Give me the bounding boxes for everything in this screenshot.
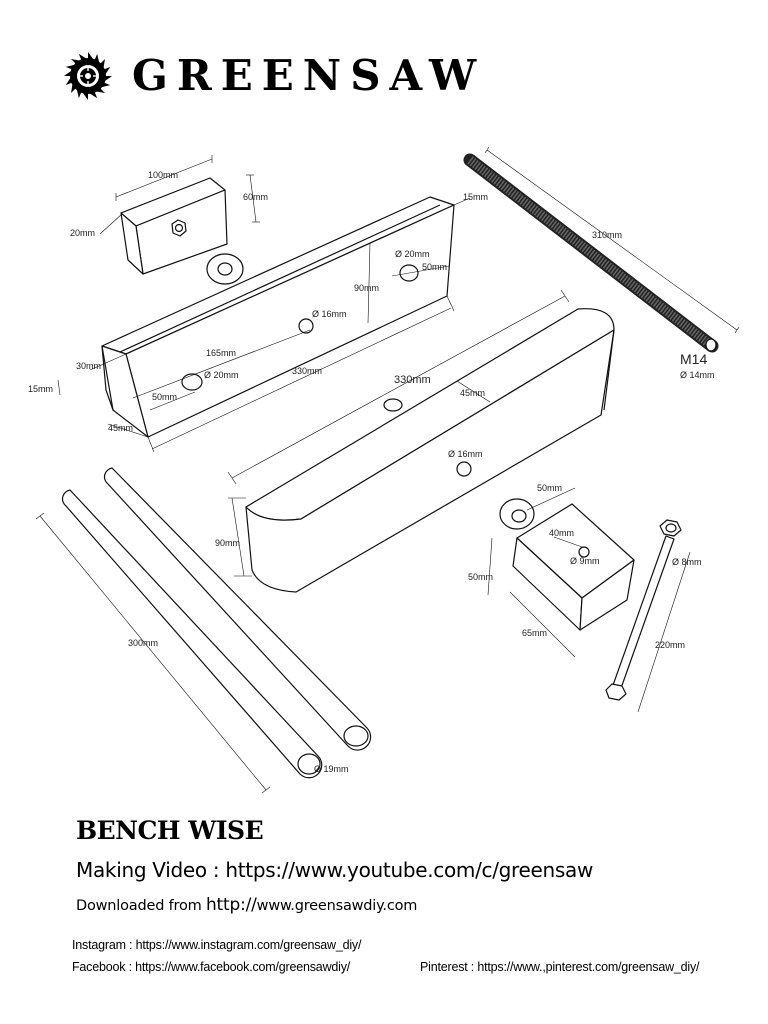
dowel-front <box>61 489 323 779</box>
back-jaw <box>101 196 455 438</box>
download-site[interactable]: www.greensawdiy.com <box>256 898 418 914</box>
dim-jaw-45: 45mm <box>108 423 133 433</box>
making-video-link[interactable]: Making Video : https://www.youtube.com/c… <box>76 858 594 882</box>
dim-rod-length: 310mm <box>592 230 622 240</box>
dim-rod-diameter: Ø 14mm <box>680 370 715 380</box>
dim-block-width: 100mm <box>148 170 178 180</box>
dim-base-330: 330mm <box>394 374 431 386</box>
download-http: http:// <box>205 895 257 915</box>
dim-rod-thread: M14 <box>680 351 707 367</box>
download-prefix: Downloaded from <box>76 898 206 914</box>
brand-name: GREENSAW <box>132 51 486 100</box>
dim-jaw-hole-left: Ø 20mm <box>204 370 239 380</box>
circular-saw-blade-icon <box>64 52 112 100</box>
dim-base-45: 45mm <box>460 388 485 398</box>
dim-jaw-15: 15mm <box>28 384 53 394</box>
instagram-label: Instagram <box>72 938 126 952</box>
cube-block <box>512 503 635 631</box>
dim-jaw-165: 165mm <box>206 348 236 358</box>
dim-base-hole: Ø 16mm <box>448 449 483 459</box>
dim-block-depth: 20mm <box>70 228 95 238</box>
page-title: BENCH WISE <box>76 816 264 845</box>
dim-cube-50-top: 50mm <box>537 483 562 493</box>
instagram-url[interactable]: : https://www.instagram.com/greensaw_diy… <box>125 938 362 952</box>
dim-jaw-hole-big: Ø 20mm <box>395 249 430 259</box>
dim-cube-50-side: 50mm <box>468 572 493 582</box>
washer-top <box>206 253 244 285</box>
top-block <box>120 177 228 275</box>
facebook-link[interactable]: Facebook : https://www.facebook.com/gree… <box>72 960 350 974</box>
dim-bolt-diameter: Ø 8mm <box>672 557 702 567</box>
dim-jaw-330: 330mm <box>292 366 322 376</box>
pinterest-label: Pinterest <box>420 960 468 974</box>
dowel-back <box>103 467 372 751</box>
brand-logo: GREENSAW <box>64 52 485 100</box>
dim-cube-hole: Ø 9mm <box>570 556 600 566</box>
instagram-link[interactable]: Instagram : https://www.instagram.com/gr… <box>72 938 361 952</box>
dim-cube-40: 40mm <box>549 528 574 538</box>
dim-jaw-end: 15mm <box>463 192 488 202</box>
threaded-rod <box>463 153 719 353</box>
download-source: Downloaded from http://www.greensawdiy.c… <box>76 895 417 915</box>
pinterest-link[interactable]: Pinterest : https://www.,pinterest.com/g… <box>420 960 700 974</box>
exploded-assembly-drawing: 100mm 60mm 20mm 310mm M14 Ø 14mm <box>0 140 768 800</box>
facebook-label: Facebook <box>72 960 126 974</box>
dim-base-90: 90mm <box>215 538 240 548</box>
dim-dowel-length: 300mm <box>128 638 158 648</box>
front-base-block <box>245 308 615 593</box>
facebook-url[interactable]: : https://www.facebook.com/greensawdiy/ <box>125 960 351 974</box>
bolt <box>605 519 682 701</box>
washer-lower <box>499 498 535 530</box>
dim-jaw-90: 90mm <box>354 283 379 293</box>
dim-bolt-length: 220mm <box>655 640 685 650</box>
dim-jaw-hole-mid: Ø 16mm <box>312 309 347 319</box>
dim-jaw-50: 50mm <box>422 262 447 272</box>
pinterest-url[interactable]: : https://www.,pinterest.com/greensaw_di… <box>467 960 700 974</box>
dim-jaw-30: 30mm <box>76 361 101 371</box>
dim-jaw-50b: 50mm <box>152 392 177 402</box>
dim-cube-65: 65mm <box>522 628 547 638</box>
dim-block-height: 60mm <box>243 192 268 202</box>
dim-dowel-diameter: Ø 19mm <box>314 764 349 774</box>
